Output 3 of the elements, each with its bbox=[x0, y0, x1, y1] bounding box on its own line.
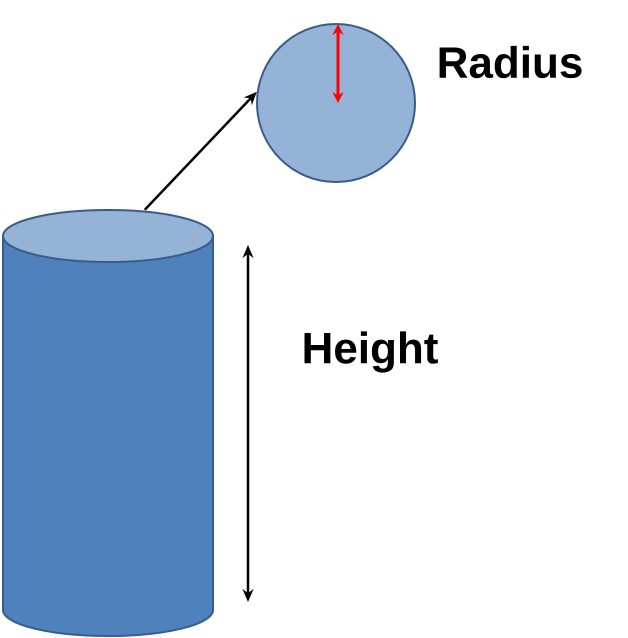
dimension-label: Height bbox=[304, 331, 438, 373]
cylinder bbox=[2, 209, 214, 637]
circle bbox=[256, 23, 416, 183]
